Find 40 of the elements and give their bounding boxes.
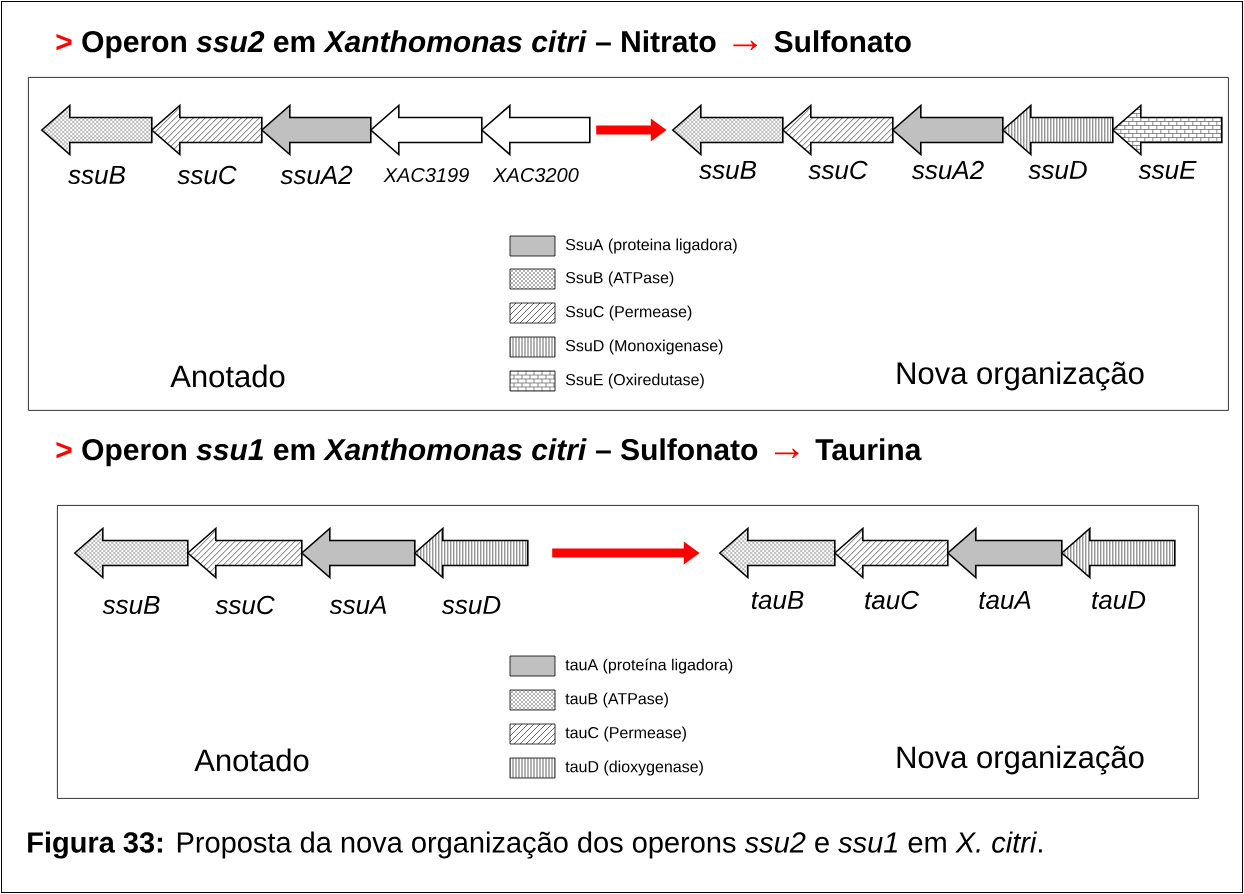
- legend-label: SsuC (Permease): [565, 305, 692, 321]
- gene-label: ssuD: [1028, 160, 1087, 180]
- gene-label: tauB: [751, 590, 804, 610]
- gene-label: XAC3200: [492, 167, 579, 183]
- figure-caption: Figura 33: Proposta da nova organização dos operons ssu2 e ssu1 em X. citri.: [28, 831, 1042, 859]
- section-label: Nova organização: [897, 745, 1144, 775]
- heading-text: Taurina: [815, 438, 922, 461]
- heading-bullet: >: [56, 442, 72, 459]
- gene-label: ssuD: [441, 595, 501, 615]
- gene-label: ssuB: [699, 160, 756, 180]
- gene-label: ssuC: [808, 160, 868, 180]
- gene-label: ssuA2: [280, 165, 353, 185]
- gene-label: ssuB: [102, 595, 160, 615]
- legend-label: tauB (ATPase): [565, 692, 668, 708]
- section-label: Nova organização: [897, 361, 1144, 391]
- gene-label: ssuA: [329, 595, 386, 615]
- gene-label: ssuC: [177, 165, 237, 185]
- legend-label: SsuE (Oxiredutase): [565, 373, 704, 389]
- legend-label: SsuD (Monoxigenase): [565, 339, 723, 355]
- gene-label: ssuA2: [911, 160, 984, 180]
- heading-text: Sulfonato: [774, 30, 911, 53]
- gene-label: ssuB: [68, 165, 125, 185]
- gene-label: tauA: [979, 590, 1031, 610]
- section-label: Anotado: [170, 364, 285, 388]
- legend-label: tauD (dioxygenase): [565, 760, 703, 776]
- heading-text: Operon ssu2 em Xanthomonas citri – Nitrato: [82, 30, 716, 59]
- legend-label: SsuA (proteina ligadora): [565, 238, 737, 254]
- gene-label: ssuE: [1138, 160, 1197, 180]
- heading-text: Operon ssu1 em Xanthomonas citri – Sulfonato: [82, 438, 758, 467]
- gene-label: ssuC: [215, 595, 275, 615]
- heading-bullet: >: [56, 34, 72, 51]
- heading-arrow: →: [775, 448, 799, 459]
- legend-label: tauC (Permease): [565, 726, 686, 742]
- gene-label: XAC3199: [383, 167, 469, 183]
- legend-label: SsuB (ATPase): [565, 271, 674, 287]
- gene-label: tauD: [1092, 590, 1146, 610]
- gene-label: tauC: [865, 590, 920, 610]
- legend-label: tauA (proteína ligadora): [565, 658, 733, 674]
- section-label: Anotado: [194, 748, 309, 772]
- heading-arrow: →: [733, 40, 757, 51]
